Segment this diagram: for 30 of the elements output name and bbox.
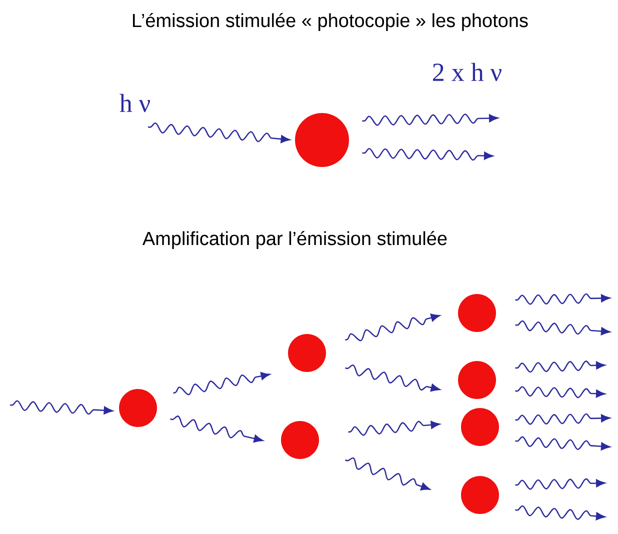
atom-circle [288, 334, 326, 372]
wavy-arrow [345, 364, 440, 392]
wavy-arrow [515, 478, 606, 490]
heading: L’émission stimulée « photocopie » les photons [133, 13, 528, 31]
wavy-arrow [515, 505, 606, 520]
atom-circle [295, 113, 349, 167]
wavy-arrow [515, 360, 606, 373]
wavy-arrow [348, 420, 440, 436]
wavy-arrow [515, 386, 606, 398]
wavy-arrow [173, 372, 270, 396]
wavy-arrow [148, 122, 290, 144]
atom-circle [119, 389, 157, 427]
atom-circle [461, 476, 499, 514]
atom-circle [458, 294, 496, 332]
wavy-arrow [515, 293, 610, 305]
photon-energy-label: h ν [120, 94, 150, 112]
wavy-arrow [10, 400, 113, 415]
atom-circle [458, 361, 496, 399]
wavy-arrow [345, 457, 430, 490]
atom-circle [461, 408, 499, 446]
wavy-arrow [515, 413, 610, 425]
wavy-arrow [170, 416, 264, 443]
photon-energy-label: 2 x h ν [433, 62, 502, 82]
wavy-arrow [515, 320, 610, 336]
wavy-arrow [362, 114, 498, 126]
wavy-arrow [362, 148, 494, 161]
heading: Amplification par l’émission stimulée [142, 231, 447, 249]
wavy-arrow [345, 314, 440, 342]
atom-circle [281, 421, 319, 459]
wavy-arrow [515, 436, 610, 450]
